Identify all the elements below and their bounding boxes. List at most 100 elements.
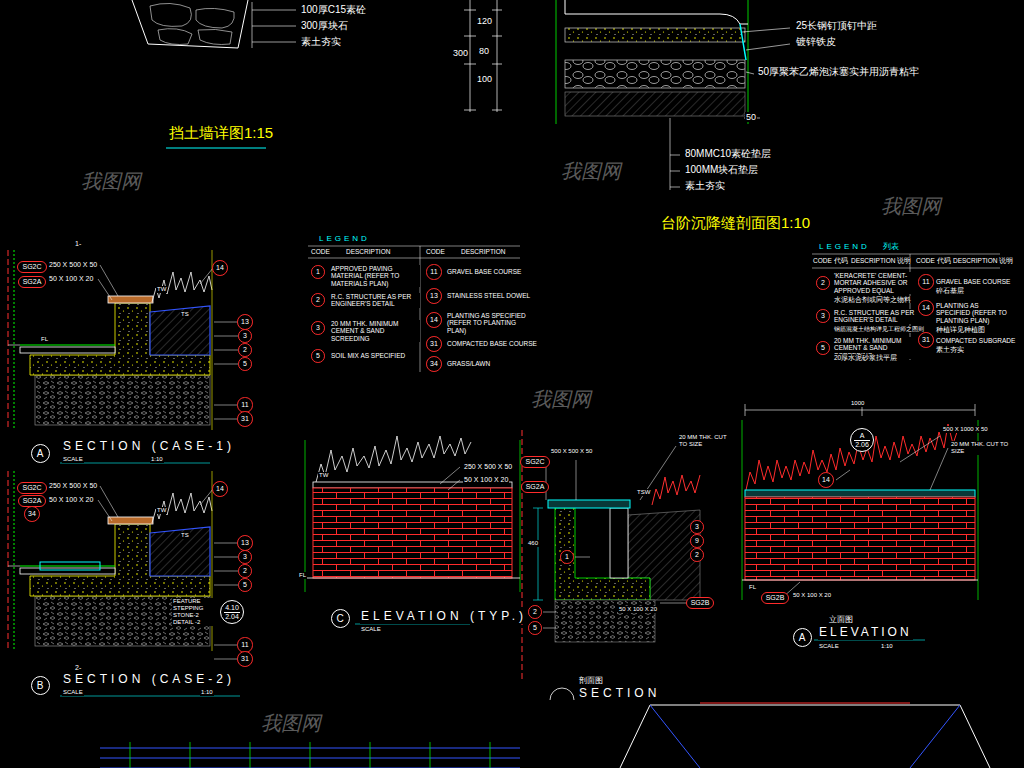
callout-number: 3 bbox=[238, 329, 252, 343]
node-text: B bbox=[36, 680, 45, 691]
drawing-label: 250 X 500 X 50 bbox=[463, 463, 513, 471]
node-text: SG2A bbox=[22, 278, 43, 286]
callout-number: 5 bbox=[311, 349, 325, 363]
callout-number: 14 bbox=[212, 260, 228, 276]
drawing-label: SCALE bbox=[62, 456, 84, 463]
drawing-label: ELEVATION (TYP.) bbox=[360, 610, 528, 624]
drawing-label: 1:10 bbox=[880, 643, 894, 650]
material-tag: SG2B bbox=[761, 592, 790, 605]
drawing-label: PLANTING AS SPECIFIED (REFER TO PLANTING… bbox=[446, 312, 528, 334]
callout-number: 31 bbox=[426, 336, 442, 352]
material-tag: SG2C bbox=[520, 456, 549, 469]
drawing-label: 20 MM THK. CUT TO SIZE bbox=[678, 434, 730, 448]
callout-number: 5 bbox=[816, 341, 830, 355]
drawing-label: GRASS/LAWN bbox=[446, 360, 491, 367]
node-text: 31 bbox=[921, 336, 931, 344]
drawing-label: PLANTING AS SPECIFIED (REFER TO PLANTING… bbox=[935, 302, 1012, 324]
drawing-label: 500 X 500 X 50 bbox=[550, 448, 593, 455]
drawing-label: LEGEND bbox=[818, 242, 871, 251]
watermark: 我图网 bbox=[530, 388, 592, 411]
section-marker: 4.102.04 bbox=[220, 600, 244, 624]
callout-number: 11 bbox=[918, 274, 933, 289]
node-text: SG2C bbox=[21, 263, 42, 271]
drawing-label: 50 bbox=[745, 112, 757, 122]
callout-number: 13 bbox=[237, 535, 253, 551]
node-text: 2 bbox=[694, 551, 700, 559]
node-text: 14 bbox=[429, 316, 439, 324]
callout-number: 2 bbox=[690, 548, 704, 562]
drawing-label: CODE 代码 bbox=[812, 257, 849, 264]
drawing-label: CODE bbox=[310, 248, 331, 255]
callout-number: 3 bbox=[816, 309, 830, 323]
watermark: 我图网 bbox=[260, 712, 322, 735]
drawing-label: R.C. STRUCTURE AS PER ENGINEER'S DETAIL bbox=[833, 309, 920, 324]
callout-number: 14 bbox=[426, 312, 442, 328]
drawing-label: CODE 代码 bbox=[915, 257, 952, 264]
node-text: A bbox=[36, 448, 45, 459]
drawing-label: 20 MM THK. CUT TO SIZE bbox=[950, 441, 1012, 455]
drawing-label: 50 X 100 X 20 bbox=[48, 275, 94, 283]
drawing-label: 100厚C15素砼 bbox=[300, 4, 367, 16]
node-text: SG2A bbox=[22, 497, 43, 505]
drawing-label: SCALE bbox=[818, 643, 840, 650]
drawing-label: SCALE bbox=[62, 689, 84, 696]
callout-number: 14 bbox=[212, 481, 228, 497]
drawing-label: 50 X 100 X 20 bbox=[463, 476, 509, 484]
callout-number: 1 bbox=[311, 265, 325, 279]
drawing-label: TSW bbox=[636, 489, 651, 496]
drawing-label: DESCRIPTION bbox=[345, 248, 391, 255]
material-tag: SG2C bbox=[17, 261, 46, 274]
node-text: 5 bbox=[242, 581, 248, 589]
drawing-label: SOIL MIX AS SPECIFIED bbox=[330, 352, 406, 359]
drawing-label: STAINLESS STEEL DOWEL bbox=[446, 292, 531, 299]
node-text: 1 bbox=[564, 553, 570, 561]
node-text: 14 bbox=[215, 264, 225, 272]
drawing-label: 250 X 500 X 50 bbox=[48, 261, 98, 269]
node-text: SG2C bbox=[21, 484, 42, 492]
callout-number: 5 bbox=[238, 357, 252, 371]
drawing-label: APPROVED PAVING MATERIAL (REFER TO MATER… bbox=[330, 265, 420, 287]
node-text: 11 bbox=[240, 641, 249, 649]
drawing-label: 素土夯实 bbox=[300, 36, 342, 48]
node-text: 1 bbox=[315, 268, 321, 276]
drawing-label: 50 X 100 X 20 bbox=[792, 592, 832, 599]
drawing-label: COMPACTED SUBGRADE bbox=[935, 337, 1016, 344]
node-text: 9 bbox=[694, 537, 700, 545]
node-text: A bbox=[798, 632, 807, 643]
drawing-label: R.C. STRUCTURE AS PER ENGINEER'S DETAIL bbox=[330, 293, 420, 308]
section-marker: B bbox=[31, 676, 50, 695]
drawing-label: 水泥粘合剂或同等之物料 bbox=[833, 296, 912, 303]
callout-number: 2 bbox=[238, 343, 252, 357]
callout-number: 2 bbox=[528, 605, 542, 619]
node-text: 34 bbox=[27, 510, 37, 518]
material-tag: SG2C bbox=[17, 482, 46, 495]
drawing-label: 2- bbox=[74, 664, 82, 672]
drawing-label: 碎石基层 bbox=[935, 287, 965, 294]
drawing-label: SCALE bbox=[360, 626, 382, 633]
node-text: 14 bbox=[921, 304, 931, 312]
node-text: 4.10 bbox=[224, 604, 240, 612]
callout-number: 1 bbox=[560, 550, 574, 564]
callout-number: 2 bbox=[311, 293, 325, 307]
drawing-label: 100MM块石垫层 bbox=[684, 164, 759, 176]
drawing-label: 素土夯实 bbox=[684, 180, 726, 192]
callout-number: 9 bbox=[690, 534, 704, 548]
drawing-label: 300厚块石 bbox=[300, 20, 349, 32]
drawing-label: 25长钢钉顶钉中距 bbox=[795, 20, 878, 32]
callout-number: 3 bbox=[311, 321, 325, 335]
node-text: 3 bbox=[242, 553, 248, 561]
drawing-label: GRAVEL BASE COURSE bbox=[935, 278, 1011, 285]
drawing-label: 50 X 100 X 20 bbox=[48, 496, 94, 504]
node-text: 31 bbox=[240, 415, 250, 423]
drawing-label: COMPACTED BASE COURSE bbox=[446, 340, 538, 347]
node-text: 5 bbox=[532, 624, 538, 632]
section-marker: A bbox=[793, 628, 812, 647]
callout-number: 31 bbox=[918, 332, 934, 348]
node-text: 14 bbox=[821, 476, 831, 484]
drawing-label: DESCRIPTION 说明 bbox=[952, 257, 1014, 264]
callout-number: 13 bbox=[237, 314, 253, 330]
node-text: 11 bbox=[921, 278, 930, 286]
drawing-label: SECTION (CASE-2) bbox=[62, 673, 236, 687]
